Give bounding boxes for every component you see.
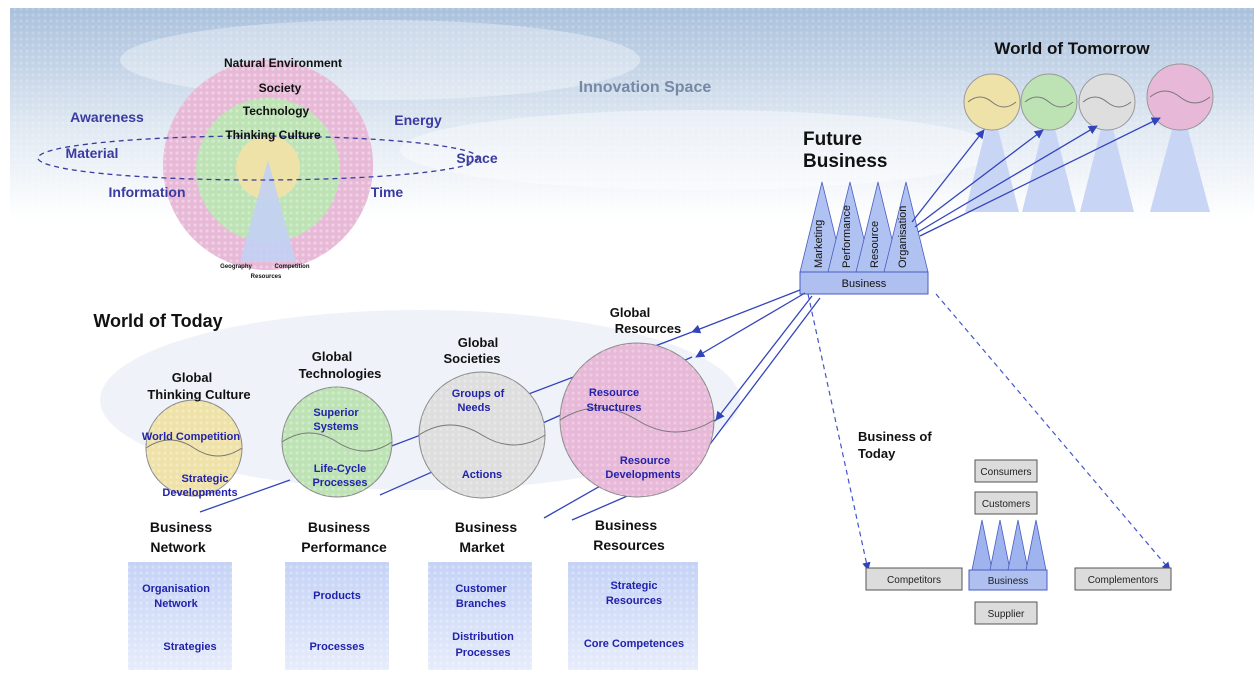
ring-label-thinking-culture: Thinking Culture [225, 128, 321, 142]
future-business-title-1: Future [803, 129, 862, 150]
column-3-title-2: Market [459, 539, 504, 555]
column-3-item-1a: Customer [455, 583, 507, 595]
column-3-item-2b: Processes [455, 647, 510, 659]
column-2-title-1: Business [308, 519, 370, 535]
pillar-resource: Resource [869, 221, 881, 268]
box-supplier: Supplier [988, 609, 1025, 620]
circle-2-title-2: Technologies [299, 366, 382, 381]
circle-2-top-1: Superior [313, 407, 359, 419]
column-4-title-2: Resources [593, 537, 665, 553]
circle-3-bottom-1: Actions [462, 469, 502, 481]
base-label-competition: Competition [275, 264, 310, 270]
circle-1-title-1: Global [172, 370, 212, 385]
column-1-title-2: Network [150, 539, 205, 555]
circle-4-bottom-1: Resource [620, 455, 670, 467]
circle-3-title-1: Global [458, 335, 498, 350]
circle-1-title-2: Thinking Culture [147, 387, 250, 402]
today-circles-shapes [145, 342, 715, 499]
box-complementors: Complementors [1088, 575, 1159, 586]
circle-1-bottom-1: Strategic [181, 473, 228, 485]
business-of-today-title-2: Today [858, 446, 896, 461]
circle-2-bottom-2: Processes [312, 477, 367, 489]
label-space: Space [456, 150, 497, 166]
future-business-box [799, 271, 929, 295]
circle-1-top: World Competition [142, 431, 240, 443]
business-of-today-title-1: Business of [858, 429, 932, 444]
circle-2-bottom-1: Life-Cycle [314, 463, 367, 475]
label-information: Information [109, 184, 186, 200]
column-1-item-2a: Strategies [163, 641, 216, 653]
column-4-item-1b: Resources [606, 595, 662, 607]
box-competitors: Competitors [887, 575, 941, 586]
base-label-geography: Geography [220, 264, 252, 270]
world-of-today-title: World of Today [93, 311, 222, 331]
circle-3-top-1: Groups of [452, 388, 505, 400]
circle-4-top-1: Resource [589, 387, 639, 399]
future-business-title-2: Business [803, 151, 887, 172]
label-material: Material [66, 145, 119, 161]
box-customers: Customers [982, 499, 1030, 510]
tomorrow-arrows [911, 117, 1161, 237]
concentric-circles [37, 60, 479, 270]
column-2-item-2a: Processes [309, 641, 364, 653]
ring-label-technology: Technology [243, 104, 310, 118]
circle-1-bottom-2: Developments [162, 487, 237, 499]
circle-4-title-2: Resources [615, 321, 681, 336]
column-4-item-2a: Core Competences [584, 638, 684, 650]
circle-4-title-1: Global [610, 305, 650, 320]
circle-2-title-1: Global [312, 349, 352, 364]
column-2-item-1a: Products [313, 590, 361, 602]
column-1-title-1: Business [150, 519, 212, 535]
column-4-title-1: Business [595, 517, 657, 533]
box-consumers: Consumers [980, 467, 1031, 478]
circle-4-top-2: Structures [586, 402, 641, 414]
column-4-item-1a: Strategic [610, 580, 657, 592]
column-3-title-1: Business [455, 519, 517, 535]
ring-label-society: Society [259, 81, 302, 95]
circle-2-top-2: Systems [313, 421, 358, 433]
column-1-item-1a: Organisation [142, 583, 210, 595]
column-2-title-2: Performance [301, 539, 387, 555]
tomorrow-circles [963, 63, 1214, 212]
base-label-resources: Resources [251, 274, 282, 280]
label-energy: Energy [394, 112, 442, 128]
circle-4-bottom-2: Developments [605, 469, 680, 481]
pillar-organisation: Organisation [897, 206, 909, 268]
world-of-tomorrow-title: World of Tomorrow [994, 39, 1150, 58]
business-of-today-boxes [865, 459, 1172, 625]
pillar-marketing: Marketing [813, 220, 825, 268]
label-awareness: Awareness [70, 109, 144, 125]
ring-label-natural-environment: Natural Environment [224, 56, 342, 70]
business-columns [128, 562, 698, 670]
column-3-item-2a: Distribution [452, 631, 514, 643]
circle-3-title-2: Societies [443, 351, 500, 366]
innovation-space-title: Innovation Space [579, 79, 712, 96]
circle-3-top-2: Needs [457, 402, 490, 414]
pillar-performance: Performance [841, 205, 853, 268]
column-1-item-1b: Network [154, 598, 198, 610]
future-business-box-label: Business [842, 278, 887, 290]
column-3-item-1b: Branches [456, 598, 506, 610]
business-of-today-dashed-links [807, 293, 1171, 571]
box-business: Business [988, 576, 1029, 587]
label-time: Time [371, 184, 404, 200]
future-pillars [799, 181, 929, 273]
